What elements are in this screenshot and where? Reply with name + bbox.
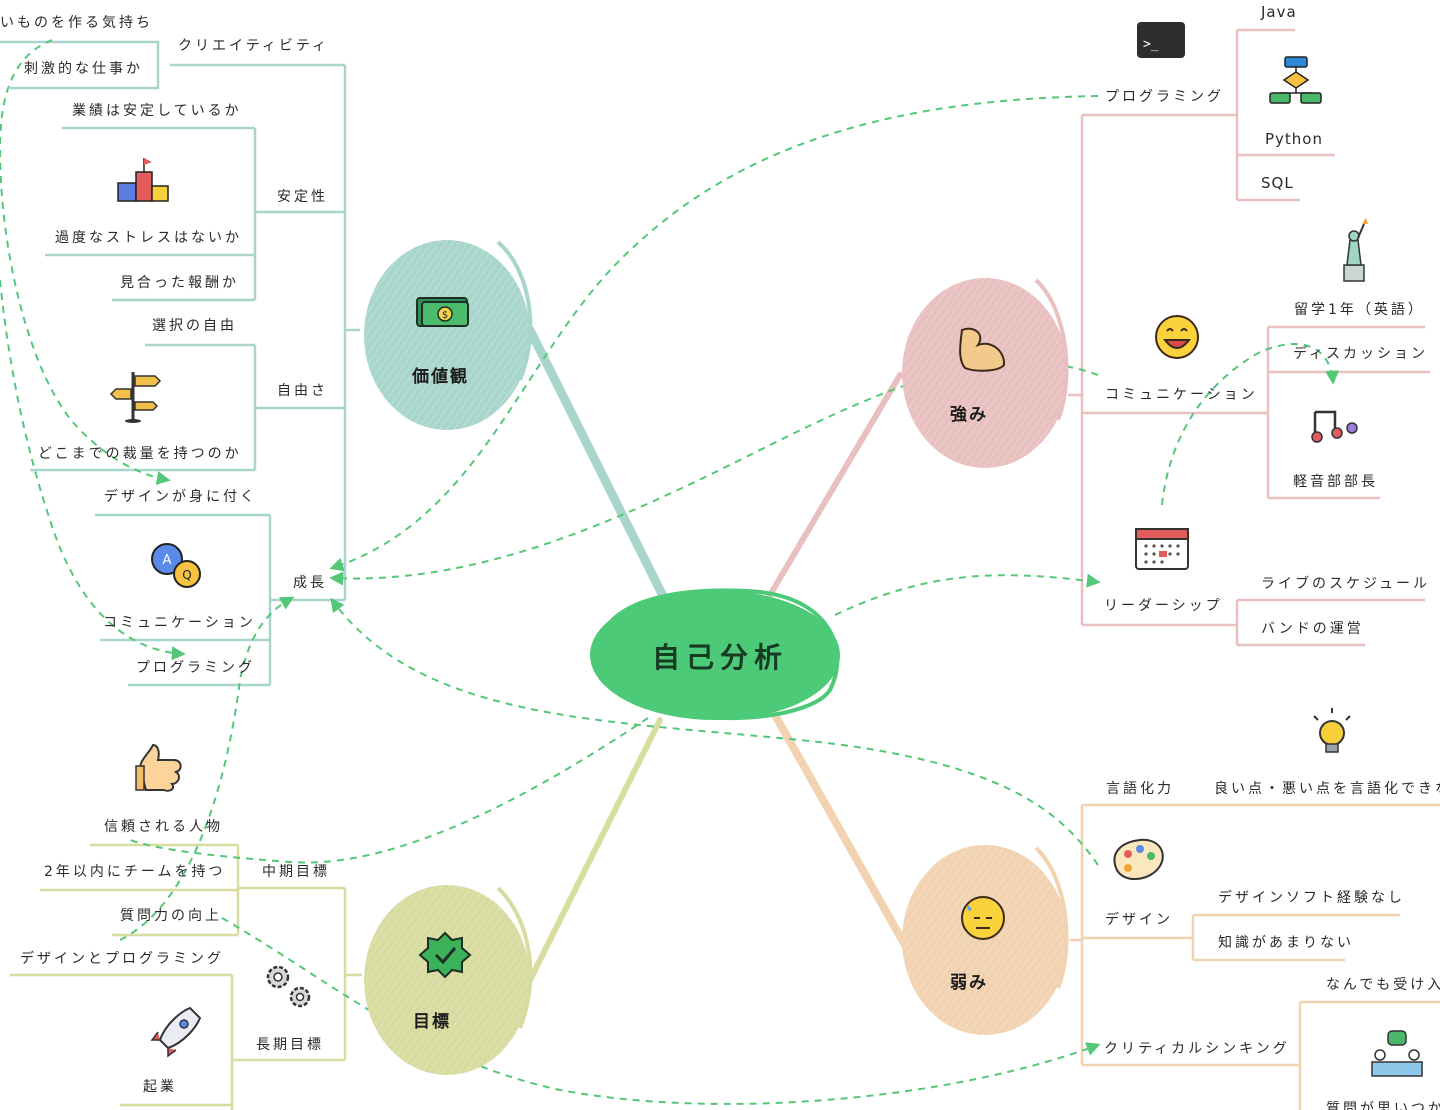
values-stability-item[interactable]: 過度なストレスはないか xyxy=(55,230,242,246)
weaknesses-critical-item[interactable]: なんでも受け入れる xyxy=(1326,977,1440,993)
values-freedom-item[interactable]: 選択の自由 xyxy=(152,318,237,334)
weaknesses-tree xyxy=(1070,803,1440,1110)
weaknesses-critical-label[interactable]: クリティカルシンキング xyxy=(1104,1041,1290,1057)
values-growth-item[interactable]: コミュニケーション xyxy=(103,615,256,631)
main-branches xyxy=(525,325,909,983)
lightbulb-icon xyxy=(1313,708,1351,753)
strengths-communication-item[interactable]: 軽音部部長 xyxy=(1293,474,1378,490)
goals-hub-title[interactable]: 目標 xyxy=(413,1012,451,1032)
values-growth-item[interactable]: プログラミング xyxy=(136,660,255,676)
relation-arrows xyxy=(0,39,1340,1105)
thumbs-up-icon xyxy=(135,743,182,792)
strengths-leadership-label[interactable]: リーダーシップ xyxy=(1104,598,1223,614)
weaknesses-design-item[interactable]: デザインソフト経験なし xyxy=(1218,890,1405,906)
branch-strengths xyxy=(767,372,903,598)
branch-goals xyxy=(527,717,663,983)
flowchart-icon xyxy=(1269,56,1322,104)
goals-long-label[interactable]: 長期目標 xyxy=(256,1037,324,1053)
strengths-programming-item[interactable]: SQL xyxy=(1261,174,1294,192)
weaknesses-verbalize-label[interactable]: 言語化力 xyxy=(1106,781,1174,797)
statue-of-liberty-icon xyxy=(1343,218,1368,282)
weaknesses-design-label[interactable]: デザイン xyxy=(1105,912,1173,928)
goals-mid-item[interactable]: 信頼される人物 xyxy=(104,819,223,835)
values-growth-item[interactable]: デザインが身に付く xyxy=(104,489,257,505)
branch-values xyxy=(525,325,670,605)
values-hub-title[interactable]: 価値観 xyxy=(412,367,469,387)
gears-icon xyxy=(266,965,311,1008)
goals-tree xyxy=(10,843,362,1110)
flexed-biceps-icon xyxy=(959,327,1006,372)
qa-bubbles-icon: A Q xyxy=(151,543,201,588)
strengths-programming-item[interactable]: Python xyxy=(1265,130,1323,148)
verified-badge-icon xyxy=(418,931,472,979)
goals-mid-label[interactable]: 中期目標 xyxy=(262,864,330,880)
values-freedom-label[interactable]: 自由さ xyxy=(277,383,328,399)
strengths-communication-label[interactable]: コミュニケーション xyxy=(1105,387,1258,403)
strengths-programming-item[interactable]: Java xyxy=(1261,3,1297,21)
sweat-face-icon xyxy=(961,896,1005,940)
weaknesses-critical-item[interactable]: 質問が思いつかない xyxy=(1326,1101,1440,1110)
money-icon: $ xyxy=(416,297,469,327)
values-stability-item[interactable]: 業績は安定しているか xyxy=(72,103,242,119)
branch-weaknesses xyxy=(771,711,909,949)
strengths-programming-label[interactable]: プログラミング xyxy=(1105,89,1224,105)
center-title[interactable]: 自己分析 xyxy=(652,641,789,674)
weaknesses-verbalize-item[interactable]: 良い点・悪い点を言語化できない xyxy=(1214,781,1440,797)
grinning-face-icon xyxy=(1155,315,1199,359)
values-stability-label[interactable]: 安定性 xyxy=(277,189,328,205)
values-freedom-item[interactable]: どこまでの裁量を持つのか xyxy=(38,446,242,462)
weaknesses-hub-title[interactable]: 弱み xyxy=(950,973,988,993)
strengths-hub-title[interactable]: 強み xyxy=(950,405,988,425)
goals-long-item[interactable]: 起業 xyxy=(143,1079,177,1095)
calendar-icon xyxy=(1135,528,1189,570)
strengths-tree xyxy=(1068,28,1430,647)
svg-text:Q: Q xyxy=(182,568,191,582)
values-tree xyxy=(0,40,360,687)
strengths-communication-item[interactable]: 留学1年（英語） xyxy=(1294,302,1425,318)
goals-mid-item[interactable]: 質問力の向上 xyxy=(120,908,222,924)
signpost-icon xyxy=(109,372,162,423)
svg-text:$: $ xyxy=(442,310,448,321)
strengths-leadership-item[interactable]: ライブのスケジュール xyxy=(1261,576,1431,592)
center-hub xyxy=(590,590,840,720)
svg-text:A: A xyxy=(163,553,172,568)
values-growth-label[interactable]: 成長 xyxy=(293,575,327,591)
palette-icon xyxy=(1113,838,1164,881)
hub-circles xyxy=(364,240,1069,1075)
strengths-communication-item[interactable]: ディスカッション xyxy=(1293,346,1429,362)
podium-icon xyxy=(117,158,169,202)
svg-text:>_: >_ xyxy=(1143,37,1159,52)
strengths-leadership-item[interactable]: バンドの運営 xyxy=(1261,621,1364,637)
goals-long-item[interactable]: デザインとプログラミング xyxy=(20,951,224,967)
rocket-icon xyxy=(150,1006,202,1058)
goals-mid-item[interactable]: 2年以内にチームを持つ xyxy=(44,864,226,880)
values-creativity-label[interactable]: クリエイティビティ xyxy=(178,38,330,54)
music-notes-icon xyxy=(1311,410,1358,443)
values-stability-item[interactable]: 見合った報酬か xyxy=(120,275,239,291)
terminal-icon: >_ xyxy=(1137,22,1185,58)
values-creativity-item[interactable]: 刺激的な仕事か xyxy=(24,61,143,77)
weaknesses-design-item[interactable]: 知識があまりない xyxy=(1218,935,1354,951)
values-creativity-item[interactable]: いものを作る気持ち xyxy=(0,15,153,31)
meeting-icon xyxy=(1371,1030,1423,1077)
